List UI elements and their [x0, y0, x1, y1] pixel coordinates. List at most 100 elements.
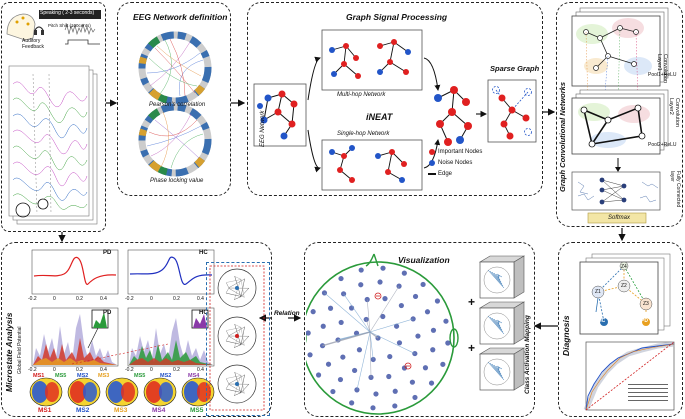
electrode	[363, 316, 369, 323]
electrode	[358, 282, 364, 288]
microstate-panel	[1, 242, 272, 417]
pd-label: PD	[103, 250, 112, 256]
relation-label: Relation	[274, 310, 300, 317]
microstate-title: Microstate Analysis	[4, 312, 14, 392]
legend-edge: Edge	[438, 171, 453, 177]
ineat-label: iNEAT	[366, 112, 393, 122]
electrode	[319, 343, 326, 349]
electrode	[434, 298, 441, 304]
tick: 0.4	[100, 367, 107, 373]
electrode	[337, 376, 344, 383]
scalp-edge	[369, 331, 372, 378]
electrode	[412, 394, 418, 401]
ms-label: MS2	[77, 373, 89, 379]
topomap	[105, 377, 139, 407]
mini-head-network	[217, 316, 257, 356]
ms-label: MS1	[33, 373, 45, 379]
electrode	[387, 353, 393, 360]
plv-label: Phase locking value	[150, 178, 204, 184]
electrode	[445, 340, 451, 346]
microstate-plots	[29, 249, 215, 407]
microstate-map-label: MS2	[76, 407, 90, 414]
electrode	[349, 400, 355, 406]
scalp-edge	[366, 299, 371, 333]
visualization-panel	[304, 242, 535, 417]
visualization-title: Visualization	[398, 255, 450, 265]
electrode	[392, 388, 398, 394]
microstate-map-label: MS1	[38, 407, 52, 414]
cam-cube	[478, 347, 526, 391]
electrode	[338, 319, 344, 326]
electrode	[386, 373, 392, 380]
tick: -0.2	[125, 296, 134, 302]
microstate-networks	[209, 265, 265, 411]
electrode	[380, 313, 386, 320]
cam-cube	[478, 255, 526, 299]
topomap	[67, 377, 101, 407]
electrode	[428, 380, 435, 386]
tick: 0	[53, 296, 56, 302]
scalp-head: ++	[306, 253, 526, 415]
electrode	[392, 403, 398, 409]
electrode	[393, 323, 400, 329]
microstate-map-label: MS4	[152, 407, 166, 414]
electrode	[422, 365, 429, 371]
electrode	[373, 391, 379, 397]
eeg-network-panel	[117, 2, 231, 196]
tick: 0.4	[197, 367, 204, 373]
gcn-title: Graph Convolutional Networks	[558, 81, 567, 192]
pearson-label: Pearson's correlation	[149, 102, 206, 108]
tick: 0.2	[76, 367, 83, 373]
electrode	[401, 270, 407, 276]
electrode	[325, 361, 332, 367]
pitch-shift-label: Pitch Shift (100cents)	[48, 23, 91, 28]
electrode	[358, 267, 364, 273]
electrode	[306, 330, 311, 336]
electrode	[443, 318, 449, 324]
electrode	[401, 365, 408, 371]
electrode	[338, 275, 344, 282]
scalp-edge	[356, 331, 371, 390]
sparse-graph-title: Sparse Graph	[490, 64, 540, 73]
electrode	[409, 379, 416, 385]
diagnosis-graph	[579, 253, 675, 411]
scalp-edge	[324, 292, 371, 333]
electrode	[380, 265, 386, 271]
ms-label: MS4	[188, 373, 200, 379]
electrode	[327, 305, 334, 311]
multi-hop-label: Multi-hop Network	[337, 92, 386, 98]
hc-label-2: HC	[199, 310, 208, 316]
connectivity-circles	[138, 31, 212, 177]
conv1-label: Convolution Layer1	[656, 54, 668, 84]
electrode	[382, 296, 388, 302]
mini-head-network	[217, 268, 257, 308]
electrode	[340, 354, 346, 360]
ms-label: MS5	[55, 373, 67, 379]
legend-important: Important Nodes	[438, 149, 483, 155]
electrode	[440, 361, 446, 367]
z-node-label: Z4	[621, 264, 627, 270]
electrode	[330, 388, 336, 395]
scalp-edge	[365, 319, 371, 333]
plus-sign: +	[468, 341, 475, 355]
gcn-panel	[556, 2, 683, 227]
pool1-label: Pool1+ReLU	[648, 72, 677, 78]
scalp-edge	[343, 293, 371, 333]
tick: 0.2	[76, 296, 83, 302]
eeg-network-title: EEG Network definition	[133, 12, 228, 22]
legend-noise: Noise Nodes	[438, 160, 473, 166]
tick: -0.2	[28, 367, 37, 373]
tick: 0	[150, 296, 153, 302]
gsp-title: Graph Signal Processing	[346, 12, 448, 22]
tick: 0.4	[100, 296, 107, 302]
diag-hc-label: HC	[598, 318, 606, 324]
single-hop-label: Single-hop Network	[337, 131, 390, 137]
ms-label: MS5	[134, 373, 146, 379]
softmax-label: Softmax	[608, 215, 631, 221]
gsp-graphs	[253, 29, 537, 191]
electrode	[348, 305, 355, 311]
scalp-edge	[369, 285, 400, 333]
ms-label: MS2	[160, 373, 172, 379]
auditory-feedback-label: Auditory Feedback	[22, 38, 44, 50]
